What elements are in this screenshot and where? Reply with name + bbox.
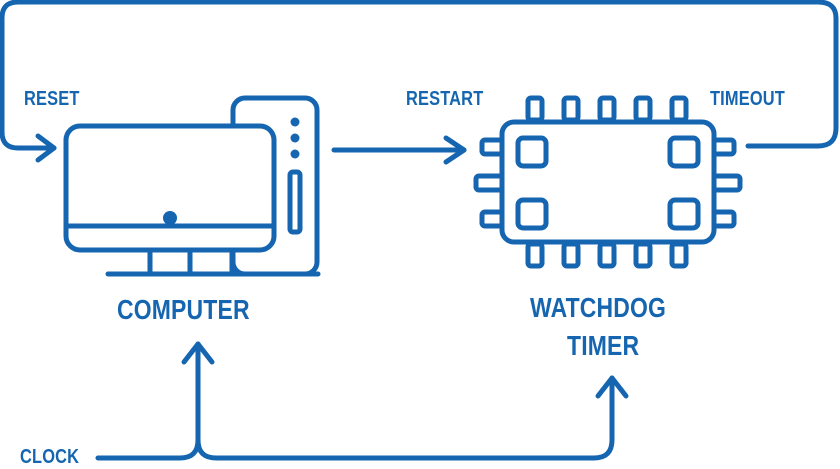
reset-feedback-line [0, 0, 839, 151]
restart-arrowhead [443, 135, 467, 165]
clock-to-timer-arrowhead [595, 375, 629, 399]
watchdog-label-line1: WATCHDOG [530, 292, 667, 323]
computer-label: COMPUTER [117, 294, 250, 325]
reset-arrowhead [35, 133, 57, 163]
chip-icon [473, 95, 743, 269]
watchdog-label-line2: TIMER [567, 330, 640, 361]
clock-to-timer-line [195, 375, 615, 461]
restart-label: RESTART [406, 88, 484, 110]
timeout-label: TIMEOUT [710, 88, 785, 110]
clock-label: CLOCK [20, 446, 80, 468]
desktop-computer-icon [63, 95, 321, 277]
clock-to-computer-arrowhead [181, 341, 215, 365]
reset-label: RESET [24, 88, 80, 110]
